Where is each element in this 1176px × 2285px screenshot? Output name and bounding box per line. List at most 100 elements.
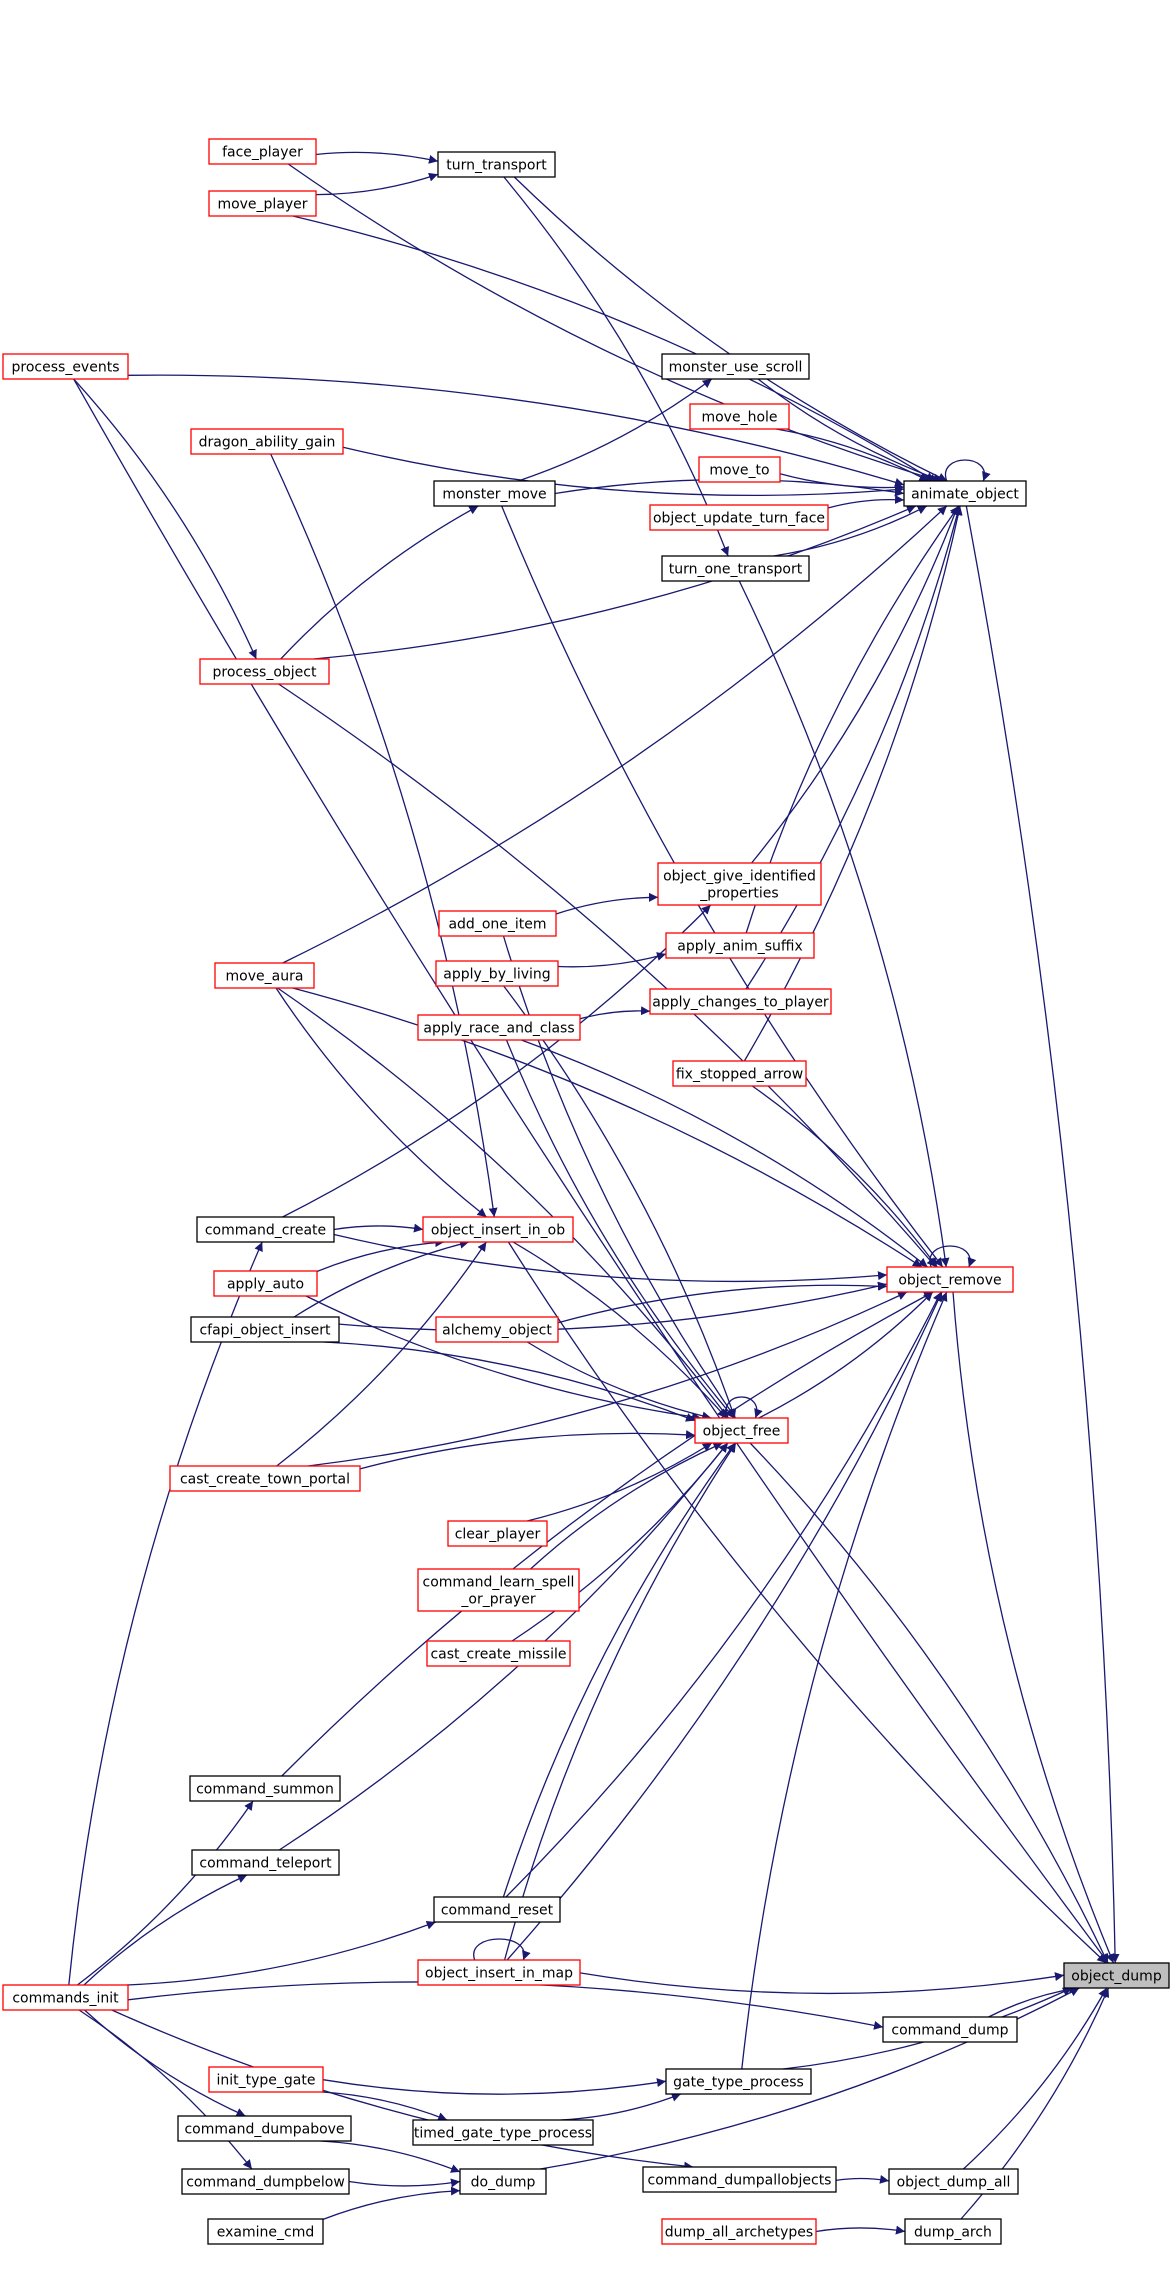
node-process-object[interactable]: process_object: [199, 658, 330, 685]
node-box[interactable]: [649, 988, 832, 1015]
node-command-dumpallobjects[interactable]: command_dumpallobjects: [642, 2166, 837, 2193]
node-box[interactable]: [433, 480, 556, 507]
node-object-update-turn-face[interactable]: object_update_turn_face: [649, 504, 829, 531]
node-box[interactable]: [213, 1270, 318, 1297]
node-dump-all-archetypes[interactable]: dump_all_archetypes: [661, 2218, 817, 2245]
node-dump-arch[interactable]: dump_arch: [904, 2218, 1002, 2245]
node-add-one-item[interactable]: add_one_item: [438, 910, 557, 937]
node-object-dump[interactable]: object_dump: [1063, 1962, 1170, 1989]
node-cast-create-missile[interactable]: cast_create_missile: [426, 1640, 571, 1667]
node-object-remove[interactable]: object_remove: [886, 1266, 1014, 1293]
node-apply-race-and-class[interactable]: apply_race_and_class: [417, 1014, 581, 1041]
node-box[interactable]: [208, 138, 317, 165]
node-box[interactable]: [433, 1896, 561, 1923]
node-box[interactable]: [435, 1316, 559, 1343]
node-box[interactable]: [190, 428, 344, 455]
node-apply-by-living[interactable]: apply_by_living: [435, 960, 559, 987]
node-box[interactable]: [694, 1417, 789, 1444]
node-object-insert-in-ob[interactable]: object_insert_in_ob: [422, 1216, 574, 1243]
node-box[interactable]: [435, 960, 559, 987]
node-command-reset[interactable]: command_reset: [433, 1896, 561, 1923]
node-box[interactable]: [447, 1520, 548, 1547]
node-box[interactable]: [903, 480, 1027, 507]
node-turn-one-transport[interactable]: turn_one_transport: [661, 555, 810, 582]
node-object-give-identified-properties[interactable]: object_give_identified_properties: [657, 862, 822, 906]
node-process-events[interactable]: process_events: [2, 353, 129, 380]
node-box[interactable]: [437, 151, 556, 178]
node-gate-type-process[interactable]: gate_type_process: [665, 2068, 812, 2095]
node-animate-object[interactable]: animate_object: [903, 480, 1027, 507]
node-face-player[interactable]: face_player: [208, 138, 317, 165]
node-box[interactable]: [417, 1014, 581, 1041]
node-box[interactable]: [665, 2068, 812, 2095]
node-move-hole[interactable]: move_hole: [689, 403, 790, 430]
node-box[interactable]: [665, 932, 815, 959]
node-apply-changes-to-player[interactable]: apply_changes_to_player: [649, 988, 832, 1015]
node-box[interactable]: [2, 1984, 129, 2011]
node-box[interactable]: [169, 1465, 361, 1492]
node-object-free[interactable]: object_free: [694, 1417, 789, 1444]
node-box[interactable]: [214, 962, 315, 989]
node-box[interactable]: [888, 2168, 1019, 2195]
node-box[interactable]: [672, 1060, 807, 1087]
node-command-dumpabove[interactable]: command_dumpabove: [177, 2115, 352, 2142]
node-turn-transport[interactable]: turn_transport: [437, 151, 556, 178]
node-monster-use-scroll[interactable]: monster_use_scroll: [661, 353, 810, 380]
node-box[interactable]: [426, 1640, 571, 1667]
node-command-learn-spell-or-prayer[interactable]: command_learn_spell_or_prayer: [417, 1568, 580, 1612]
node-command-summon[interactable]: command_summon: [189, 1775, 341, 1802]
node-clear-player[interactable]: clear_player: [447, 1520, 548, 1547]
node-timed-gate-type-process[interactable]: timed_gate_type_process: [412, 2119, 594, 2146]
node-box[interactable]: [190, 1316, 340, 1343]
node-box[interactable]: [422, 1216, 574, 1243]
node-box[interactable]: [661, 555, 810, 582]
node-box[interactable]: [459, 2168, 547, 2195]
node-box[interactable]: [208, 2066, 324, 2093]
node-box[interactable]: [196, 1216, 335, 1243]
node-box[interactable]: [689, 403, 790, 430]
node-box[interactable]: [199, 658, 330, 685]
node-box[interactable]: [904, 2218, 1002, 2245]
node-move-player[interactable]: move_player: [208, 190, 317, 217]
node-box[interactable]: [417, 1568, 580, 1612]
node-move-aura[interactable]: move_aura: [214, 962, 315, 989]
node-box[interactable]: [661, 353, 810, 380]
node-box[interactable]: [886, 1266, 1014, 1293]
node-apply-anim-suffix[interactable]: apply_anim_suffix: [665, 932, 815, 959]
node-cast-create-town-portal[interactable]: cast_create_town_portal: [169, 1465, 361, 1492]
node-command-teleport[interactable]: command_teleport: [191, 1849, 340, 1876]
node-box[interactable]: [181, 2168, 350, 2195]
node-command-create[interactable]: command_create: [196, 1216, 335, 1243]
node-commands-init[interactable]: commands_init: [2, 1984, 129, 2011]
node-examine-cmd[interactable]: examine_cmd: [207, 2218, 324, 2245]
node-box[interactable]: [438, 910, 557, 937]
node-dragon-ability-gain[interactable]: dragon_ability_gain: [190, 428, 344, 455]
node-box[interactable]: [649, 504, 829, 531]
node-box[interactable]: [412, 2119, 594, 2146]
node-cfapi-object-insert[interactable]: cfapi_object_insert: [190, 1316, 340, 1343]
node-box[interactable]: [2, 353, 129, 380]
node-apply-auto[interactable]: apply_auto: [213, 1270, 318, 1297]
node-command-dumpbelow[interactable]: command_dumpbelow: [181, 2168, 350, 2195]
node-box[interactable]: [1063, 1962, 1170, 1989]
node-command-dump[interactable]: command_dump: [882, 2016, 1018, 2043]
node-move-to[interactable]: move_to: [698, 456, 781, 483]
node-box[interactable]: [208, 190, 317, 217]
node-object-insert-in-map[interactable]: object_insert_in_map: [417, 1959, 581, 1986]
node-box[interactable]: [882, 2016, 1018, 2043]
node-object-dump-all[interactable]: object_dump_all: [888, 2168, 1019, 2195]
node-box[interactable]: [207, 2218, 324, 2245]
node-init-type-gate[interactable]: init_type_gate: [208, 2066, 324, 2093]
node-fix-stopped-arrow[interactable]: fix_stopped_arrow: [672, 1060, 807, 1087]
node-box[interactable]: [189, 1775, 341, 1802]
node-box[interactable]: [661, 2218, 817, 2245]
node-box[interactable]: [417, 1959, 581, 1986]
node-do-dump[interactable]: do_dump: [459, 2168, 547, 2195]
node-box[interactable]: [698, 456, 781, 483]
node-alchemy-object[interactable]: alchemy_object: [435, 1316, 559, 1343]
node-box[interactable]: [177, 2115, 352, 2142]
node-box[interactable]: [642, 2166, 837, 2193]
node-monster-move[interactable]: monster_move: [433, 480, 556, 507]
node-box[interactable]: [657, 862, 822, 906]
node-box[interactable]: [191, 1849, 340, 1876]
